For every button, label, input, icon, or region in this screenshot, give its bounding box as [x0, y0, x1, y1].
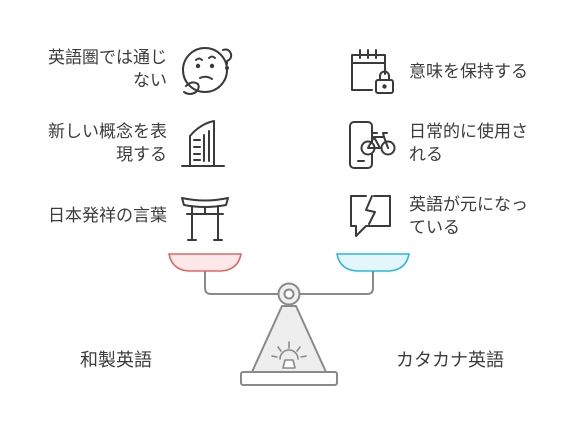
confused-face-icon	[182, 47, 233, 95]
right-item-1-label: 意味を保持する	[409, 62, 528, 82]
scale-base	[240, 305, 338, 386]
right-item-3-label: 英語が元になっ ている	[409, 195, 528, 238]
phone-bicycle-icon	[349, 121, 396, 169]
right-item-2-label: 日常的に使用さ れる	[409, 122, 528, 165]
right-pan	[336, 253, 410, 272]
scale-beam	[204, 271, 374, 295]
left-item-3-label: 日本発祥の言葉	[48, 206, 167, 226]
locked-calendar-icon	[351, 49, 394, 94]
broken-speech-bubble-icon	[350, 195, 391, 237]
right-caption: カタカナ英語	[396, 350, 504, 371]
torii-gate-icon	[181, 197, 229, 241]
left-pan	[168, 253, 242, 272]
left-item-1-label: 英語圏では通じ ない	[48, 48, 167, 91]
left-item-2-label: 新しい概念を表 現する	[48, 122, 167, 165]
scale-pivot	[277, 282, 301, 306]
skyscraper-icon	[181, 120, 225, 167]
left-caption: 和製英語	[80, 350, 152, 371]
